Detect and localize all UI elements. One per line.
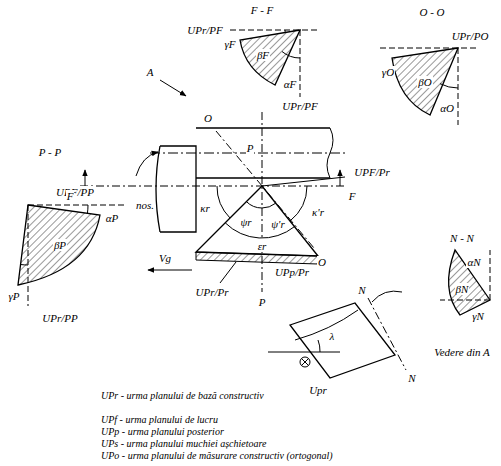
drawing-label: UPr/PO — [451, 30, 490, 42]
legend-note: UPs - urma planului muchiei așchietoare — [100, 438, 267, 449]
drawing-label: F — [66, 190, 75, 202]
angle-arc — [282, 52, 300, 59]
view-arrow — [160, 80, 186, 96]
plane-trace — [490, 250, 491, 300]
drawing-label: βO — [417, 76, 432, 88]
drawing-label: αF — [283, 78, 298, 90]
drawing-label: A — [146, 66, 155, 78]
drawing-label: F — [348, 190, 357, 202]
drawing-label: O - O — [418, 6, 445, 18]
angle-arc — [87, 205, 89, 213]
drawing-label: N - N — [449, 232, 475, 244]
section-arrow — [85, 170, 86, 186]
tool-head — [196, 186, 318, 256]
wedge-section — [240, 30, 300, 85]
legend-note: UPf - urma planului de lucru — [100, 414, 219, 425]
angle-arc — [262, 203, 276, 208]
drawing-label: γN — [471, 310, 485, 322]
angle-arc — [285, 30, 286, 33]
direction-symbol — [302, 359, 309, 366]
wedge-section — [449, 250, 490, 315]
drawing-label: Upr — [308, 384, 328, 396]
drawing-label: N — [357, 284, 366, 296]
angle-arc — [246, 202, 262, 208]
legend-note: UPr - urma planului de bază constructiv — [100, 390, 265, 401]
feed-arrow — [148, 270, 192, 271]
drawing-label: εr — [257, 240, 268, 252]
drawing-label: αP — [105, 212, 120, 224]
direction-symbol — [300, 357, 310, 367]
section-line — [216, 131, 314, 248]
angle-arc — [440, 84, 458, 88]
drawing-label: Vedere din A — [433, 346, 491, 358]
drawing-label: UPr/Pr — [195, 286, 230, 298]
angle-arc — [290, 186, 307, 221]
section-line — [262, 112, 263, 292]
drawing-label: O — [317, 256, 327, 268]
rotation-arrow — [136, 152, 158, 176]
plane-trace — [28, 205, 125, 206]
legend-note: UPp - urma planului posterior — [100, 426, 225, 437]
drawing-label: P — [246, 142, 255, 154]
drawing-label: UPr/PF — [281, 100, 318, 112]
plane-trace — [220, 262, 236, 283]
plane-trace — [262, 177, 345, 186]
drawing-label: γF — [223, 38, 236, 50]
drawing-label: κ'r — [311, 206, 325, 218]
drawing-label: O — [203, 112, 213, 124]
drawing-label: γP — [7, 290, 20, 302]
plane-trace — [230, 30, 318, 31]
drawing-label: F - F — [250, 4, 275, 16]
drawing-label: UPr/PP — [41, 312, 78, 324]
wedge-section — [18, 205, 100, 285]
drawing-label: λ — [329, 330, 336, 342]
drawing-label: nos. — [135, 199, 155, 211]
plane-trace — [458, 48, 459, 125]
drawing-label: ψr — [239, 216, 252, 228]
section-line — [80, 186, 345, 187]
angle-arc — [217, 186, 230, 218]
drawing-label: βP — [53, 239, 67, 251]
drawing-label: βN — [455, 283, 470, 295]
drawing-label: Vg — [158, 252, 172, 264]
cutting-edge — [295, 310, 358, 340]
plane-trace — [300, 30, 301, 97]
drawing-label: UPp/Pr — [274, 266, 310, 278]
drawing-label: UPF/Pr — [353, 166, 390, 178]
tool-view-a — [290, 303, 395, 378]
drawing-label: P - P — [38, 146, 62, 158]
drawing-label: UPF/PP — [55, 186, 95, 198]
section-line — [368, 298, 406, 370]
angle-arc — [21, 264, 29, 266]
plane-trace — [268, 352, 340, 353]
workpiece-outline — [156, 146, 196, 232]
drawing-label: ψ'r — [270, 218, 285, 230]
drawing-label: βF — [256, 49, 270, 61]
drawing-label: P — [258, 296, 267, 308]
drawing-label: αO — [439, 102, 455, 114]
chip-outline — [372, 291, 402, 302]
drawing-label: κr — [199, 202, 211, 214]
rake-face — [196, 252, 318, 264]
wedge-section — [392, 48, 458, 115]
drawing-label: γO — [381, 66, 395, 78]
plane-trace — [380, 48, 478, 49]
angle-arc — [318, 340, 320, 352]
legend-note: UPo - urma planului de măsurare construc… — [100, 450, 334, 461]
drawing-label: αN — [466, 256, 481, 268]
drawing-label: UPr/PF — [186, 24, 223, 36]
drawing-label: N — [407, 372, 416, 384]
